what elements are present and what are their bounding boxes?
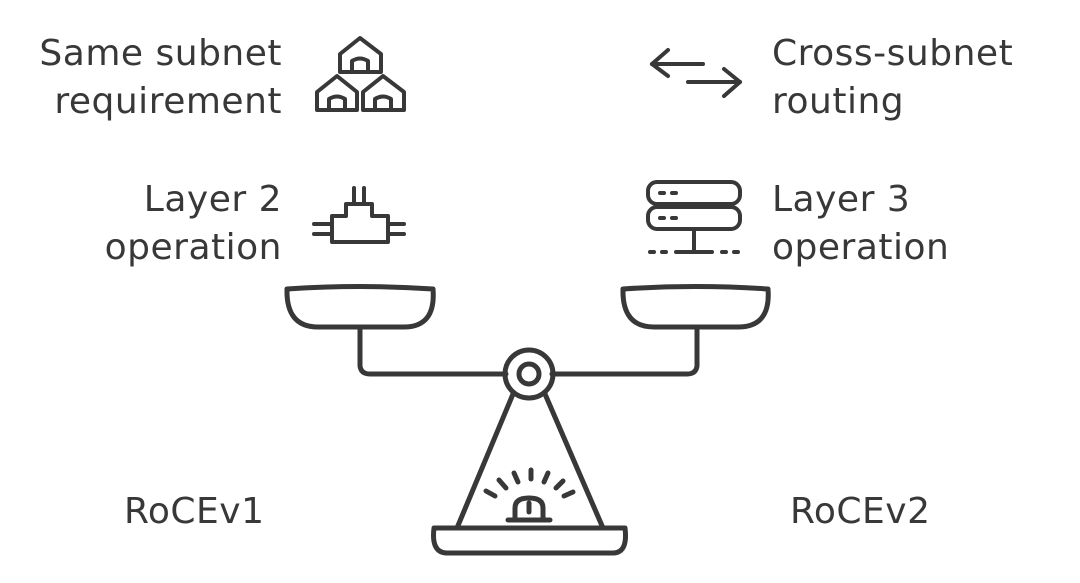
feature-text-line1: Layer 2 [143, 179, 282, 220]
base [431, 525, 628, 556]
stand [454, 391, 606, 531]
left-hanger [357, 324, 509, 377]
feature-layer-3: Layer 3 operation [772, 176, 949, 272]
feature-text-line2: requirement [54, 81, 282, 122]
rocev1-label: RoCEv1 [124, 491, 265, 532]
right-hanger [549, 324, 700, 377]
rocev2-label: RoCEv2 [790, 491, 931, 532]
light-icon [483, 467, 576, 523]
feature-text-line1: Cross-subnet [772, 33, 1014, 74]
feature-text-line1: Same subnet [39, 33, 282, 74]
feature-same-subnet: Same subnet requirement [20, 30, 282, 126]
houses-icon [315, 36, 406, 112]
feature-text-line2: operation [104, 227, 282, 268]
server-stack-icon [646, 180, 742, 254]
feature-text-line2: operation [772, 227, 950, 268]
exchange-arrows-icon [650, 48, 742, 98]
feature-layer-2: Layer 2 operation [40, 176, 282, 272]
right-pan [620, 284, 771, 330]
left-pan [284, 284, 436, 330]
network-switch-icon [312, 186, 406, 244]
feature-text-line2: routing [772, 81, 905, 122]
feature-cross-subnet: Cross-subnet routing [772, 30, 1013, 126]
feature-text-line1: Layer 3 [772, 179, 911, 220]
pivot [502, 347, 556, 401]
